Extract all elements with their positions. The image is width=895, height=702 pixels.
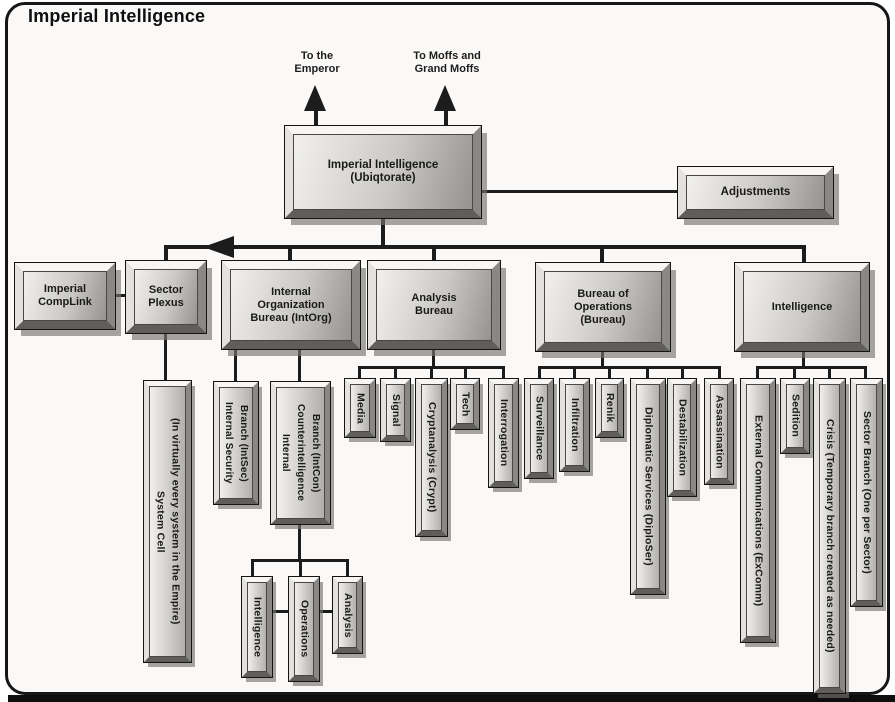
connector-line bbox=[298, 348, 301, 384]
node-intelligence: Intelligence bbox=[734, 262, 870, 352]
node-media: Media bbox=[344, 378, 376, 438]
connector-line bbox=[864, 366, 867, 380]
connector-line bbox=[718, 366, 721, 380]
connector-line bbox=[358, 366, 361, 380]
left-arrow-icon bbox=[203, 236, 234, 258]
page-bottom-bar bbox=[8, 695, 895, 702]
connector-line bbox=[828, 366, 831, 380]
connector-line bbox=[646, 366, 649, 380]
node-adjustments: Adjustments bbox=[677, 166, 834, 219]
connector-line bbox=[288, 249, 292, 266]
connector-line bbox=[164, 245, 168, 267]
node-signal: Signal bbox=[380, 378, 411, 442]
connector-line bbox=[381, 216, 385, 248]
connector-line bbox=[681, 366, 684, 380]
connector-line bbox=[793, 366, 796, 380]
connector-line bbox=[317, 610, 335, 613]
node-renik: Renik bbox=[595, 378, 624, 438]
node-intcon-operations: Operations bbox=[288, 576, 320, 682]
connector-line bbox=[314, 109, 318, 128]
connector-line bbox=[464, 366, 467, 380]
connector-line bbox=[444, 109, 448, 128]
connector-line bbox=[802, 245, 806, 267]
connector-line bbox=[538, 366, 541, 380]
node-infiltration: Infiltration bbox=[559, 378, 590, 472]
connector-line bbox=[502, 366, 505, 380]
connector-line bbox=[608, 366, 611, 380]
bracket-line bbox=[538, 366, 721, 369]
connector-line bbox=[234, 348, 237, 384]
node-internal-counterintelligence-branch: Internal Counterintelligence Branch (Int… bbox=[270, 381, 331, 525]
node-imperial-complink: Imperial CompLink bbox=[14, 262, 116, 330]
node-intcon-intelligence: Intelligence bbox=[241, 576, 273, 678]
node-diplomatic-services: Diplomatic Services (DiploSer) bbox=[630, 378, 666, 595]
node-assassination: Assassination bbox=[704, 378, 734, 485]
label-to-moffs: To Moffs and Grand Moffs bbox=[413, 50, 481, 75]
connector-line bbox=[432, 349, 435, 369]
node-internal-organization-bureau: Internal Organization Bureau (IntOrg) bbox=[221, 260, 361, 350]
node-internal-security-branch: Internal Security Branch (IntSec) bbox=[213, 381, 259, 505]
node-interrogation: Interrogation bbox=[488, 378, 519, 488]
up-arrow-icon bbox=[304, 85, 326, 111]
bracket-line bbox=[756, 366, 867, 369]
node-bureau-of-operations: Bureau of Operations (Bureau) bbox=[535, 262, 671, 352]
connector-line bbox=[432, 249, 436, 266]
connector-line bbox=[430, 366, 433, 380]
connector-line bbox=[600, 249, 604, 266]
node-sector-plexus: Sector Plexus bbox=[125, 260, 207, 334]
label-to-the-emperor: To the Emperor bbox=[294, 50, 340, 75]
connector-line bbox=[573, 366, 576, 380]
node-external-communications: External Communications (ExComm) bbox=[740, 378, 776, 643]
connector-line bbox=[112, 294, 129, 297]
node-crisis-branch: Crisis (Temporary branch created as need… bbox=[813, 378, 846, 694]
node-analysis-bureau: Analysis Bureau bbox=[367, 260, 501, 350]
connector-line bbox=[299, 559, 302, 578]
node-intcon-analysis: Analysis bbox=[332, 576, 363, 654]
connector-line bbox=[346, 559, 349, 578]
connector-line bbox=[298, 522, 301, 562]
connector-line bbox=[394, 366, 397, 380]
node-sector-branch: Sector Branch (One per Sector) bbox=[850, 378, 883, 607]
node-imperial-intelligence-ubiqtorate: Imperial Intelligence (Ubiqtorate) bbox=[284, 125, 482, 219]
connector-line bbox=[479, 190, 679, 193]
connector-line bbox=[601, 351, 604, 369]
connector-line bbox=[802, 351, 805, 369]
connector-line bbox=[756, 366, 759, 380]
node-cryptanalysis: Cryptanalysis (Crypt) bbox=[415, 378, 448, 537]
up-arrow-icon bbox=[434, 85, 456, 111]
connector-line bbox=[164, 332, 167, 382]
node-tech: Tech bbox=[450, 378, 480, 430]
node-system-cell: System Cell (In virtually every system i… bbox=[143, 380, 192, 663]
distribution-line bbox=[164, 245, 806, 249]
node-destabilization: Destabilization bbox=[667, 378, 697, 497]
connector-line bbox=[251, 559, 254, 578]
page-title: Imperial Intelligence bbox=[28, 6, 206, 26]
node-surveillance: Surveillance bbox=[524, 378, 554, 479]
node-sedition: Sedition bbox=[780, 378, 810, 454]
connector-line bbox=[270, 610, 291, 613]
